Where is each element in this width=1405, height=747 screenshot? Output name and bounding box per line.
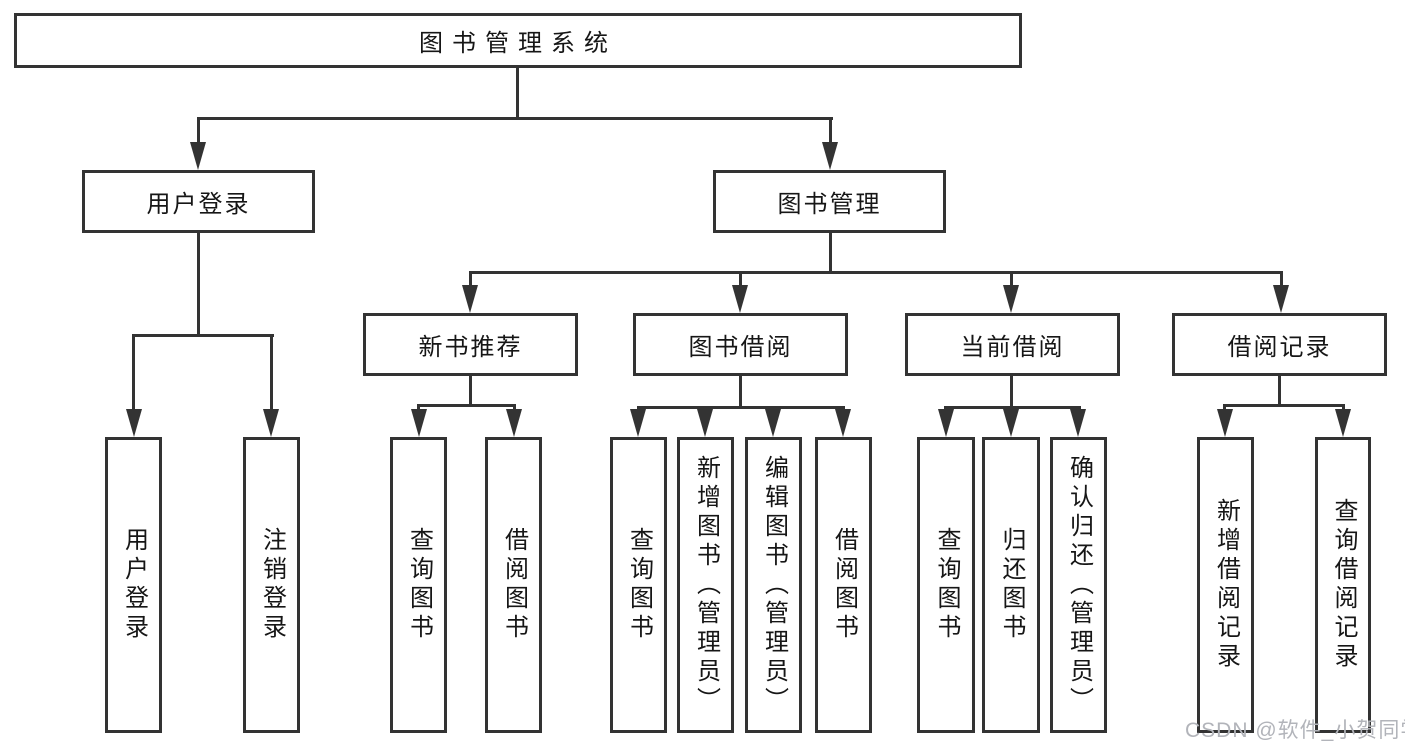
arrow-down-icon [126, 409, 142, 437]
arrow-down-icon [1003, 409, 1019, 437]
connector-line [944, 406, 1081, 409]
arrow-down-icon [822, 142, 838, 170]
node-current-borrow: 当前借阅 [905, 313, 1120, 376]
arrow-down-icon [190, 142, 206, 170]
connector-line [637, 406, 845, 409]
connector-line [1010, 271, 1013, 291]
node-borrow-records: 借阅记录 [1172, 313, 1387, 376]
leaf-add-borrow-record: 新增借阅记录 [1197, 437, 1254, 733]
arrow-down-icon [697, 409, 713, 437]
csdn-watermark: CSDN @软件_小贺同学 [1185, 719, 1405, 742]
connector-line [197, 233, 200, 337]
leaf-edit-books-admin: 编辑图书（管理员） [745, 437, 802, 733]
node-user-login: 用户登录 [82, 170, 315, 233]
connector-line [197, 117, 200, 147]
node-new-book-recommend: 新书推荐 [363, 313, 578, 376]
connector-line [1278, 376, 1281, 407]
arrow-down-icon [1217, 409, 1233, 437]
connector-line [469, 376, 472, 407]
connector-line [417, 404, 516, 407]
leaf-current-query-books: 查询图书 [917, 437, 975, 733]
leaf-borrow-query-books: 查询图书 [610, 437, 667, 733]
connector-line [1223, 404, 1345, 407]
connector-line [132, 334, 135, 409]
node-root: 图书管理系统 [14, 13, 1022, 68]
leaf-query-borrow-record: 查询借阅记录 [1315, 437, 1371, 733]
arrow-down-icon [411, 409, 427, 437]
connector-line [829, 233, 832, 274]
arrow-down-icon [1070, 409, 1086, 437]
connector-line [1010, 376, 1013, 409]
connector-line [739, 376, 742, 409]
node-book-borrow: 图书借阅 [633, 313, 848, 376]
leaf-return-books: 归还图书 [982, 437, 1040, 733]
arrow-down-icon [938, 409, 954, 437]
connector-line [829, 117, 832, 147]
arrow-down-icon [506, 409, 522, 437]
arrow-down-icon [630, 409, 646, 437]
leaf-recommend-borrow-books: 借阅图书 [485, 437, 542, 733]
connector-line [516, 68, 519, 120]
arrow-down-icon [1003, 285, 1019, 313]
arrow-down-icon [1335, 409, 1351, 437]
arrow-down-icon [732, 285, 748, 313]
node-book-management: 图书管理 [713, 170, 946, 233]
arrow-down-icon [1273, 285, 1289, 313]
connector-line [469, 271, 472, 291]
arrow-down-icon [765, 409, 781, 437]
connector-line [739, 271, 742, 291]
arrow-down-icon [263, 409, 279, 437]
arrow-down-icon [835, 409, 851, 437]
leaf-add-books-admin: 新增图书（管理员） [677, 437, 734, 733]
leaf-user-login: 用户登录 [105, 437, 162, 733]
connector-line [197, 117, 833, 120]
leaf-borrow-books: 借阅图书 [815, 437, 872, 733]
leaf-logout: 注销登录 [243, 437, 300, 733]
arrow-down-icon [462, 285, 478, 313]
connector-line [469, 271, 1283, 274]
connector-line [132, 334, 274, 337]
leaf-confirm-return-admin: 确认归还（管理员） [1050, 437, 1107, 733]
connector-line [1280, 271, 1283, 291]
leaf-recommend-query-books: 查询图书 [390, 437, 447, 733]
connector-line [270, 334, 273, 409]
